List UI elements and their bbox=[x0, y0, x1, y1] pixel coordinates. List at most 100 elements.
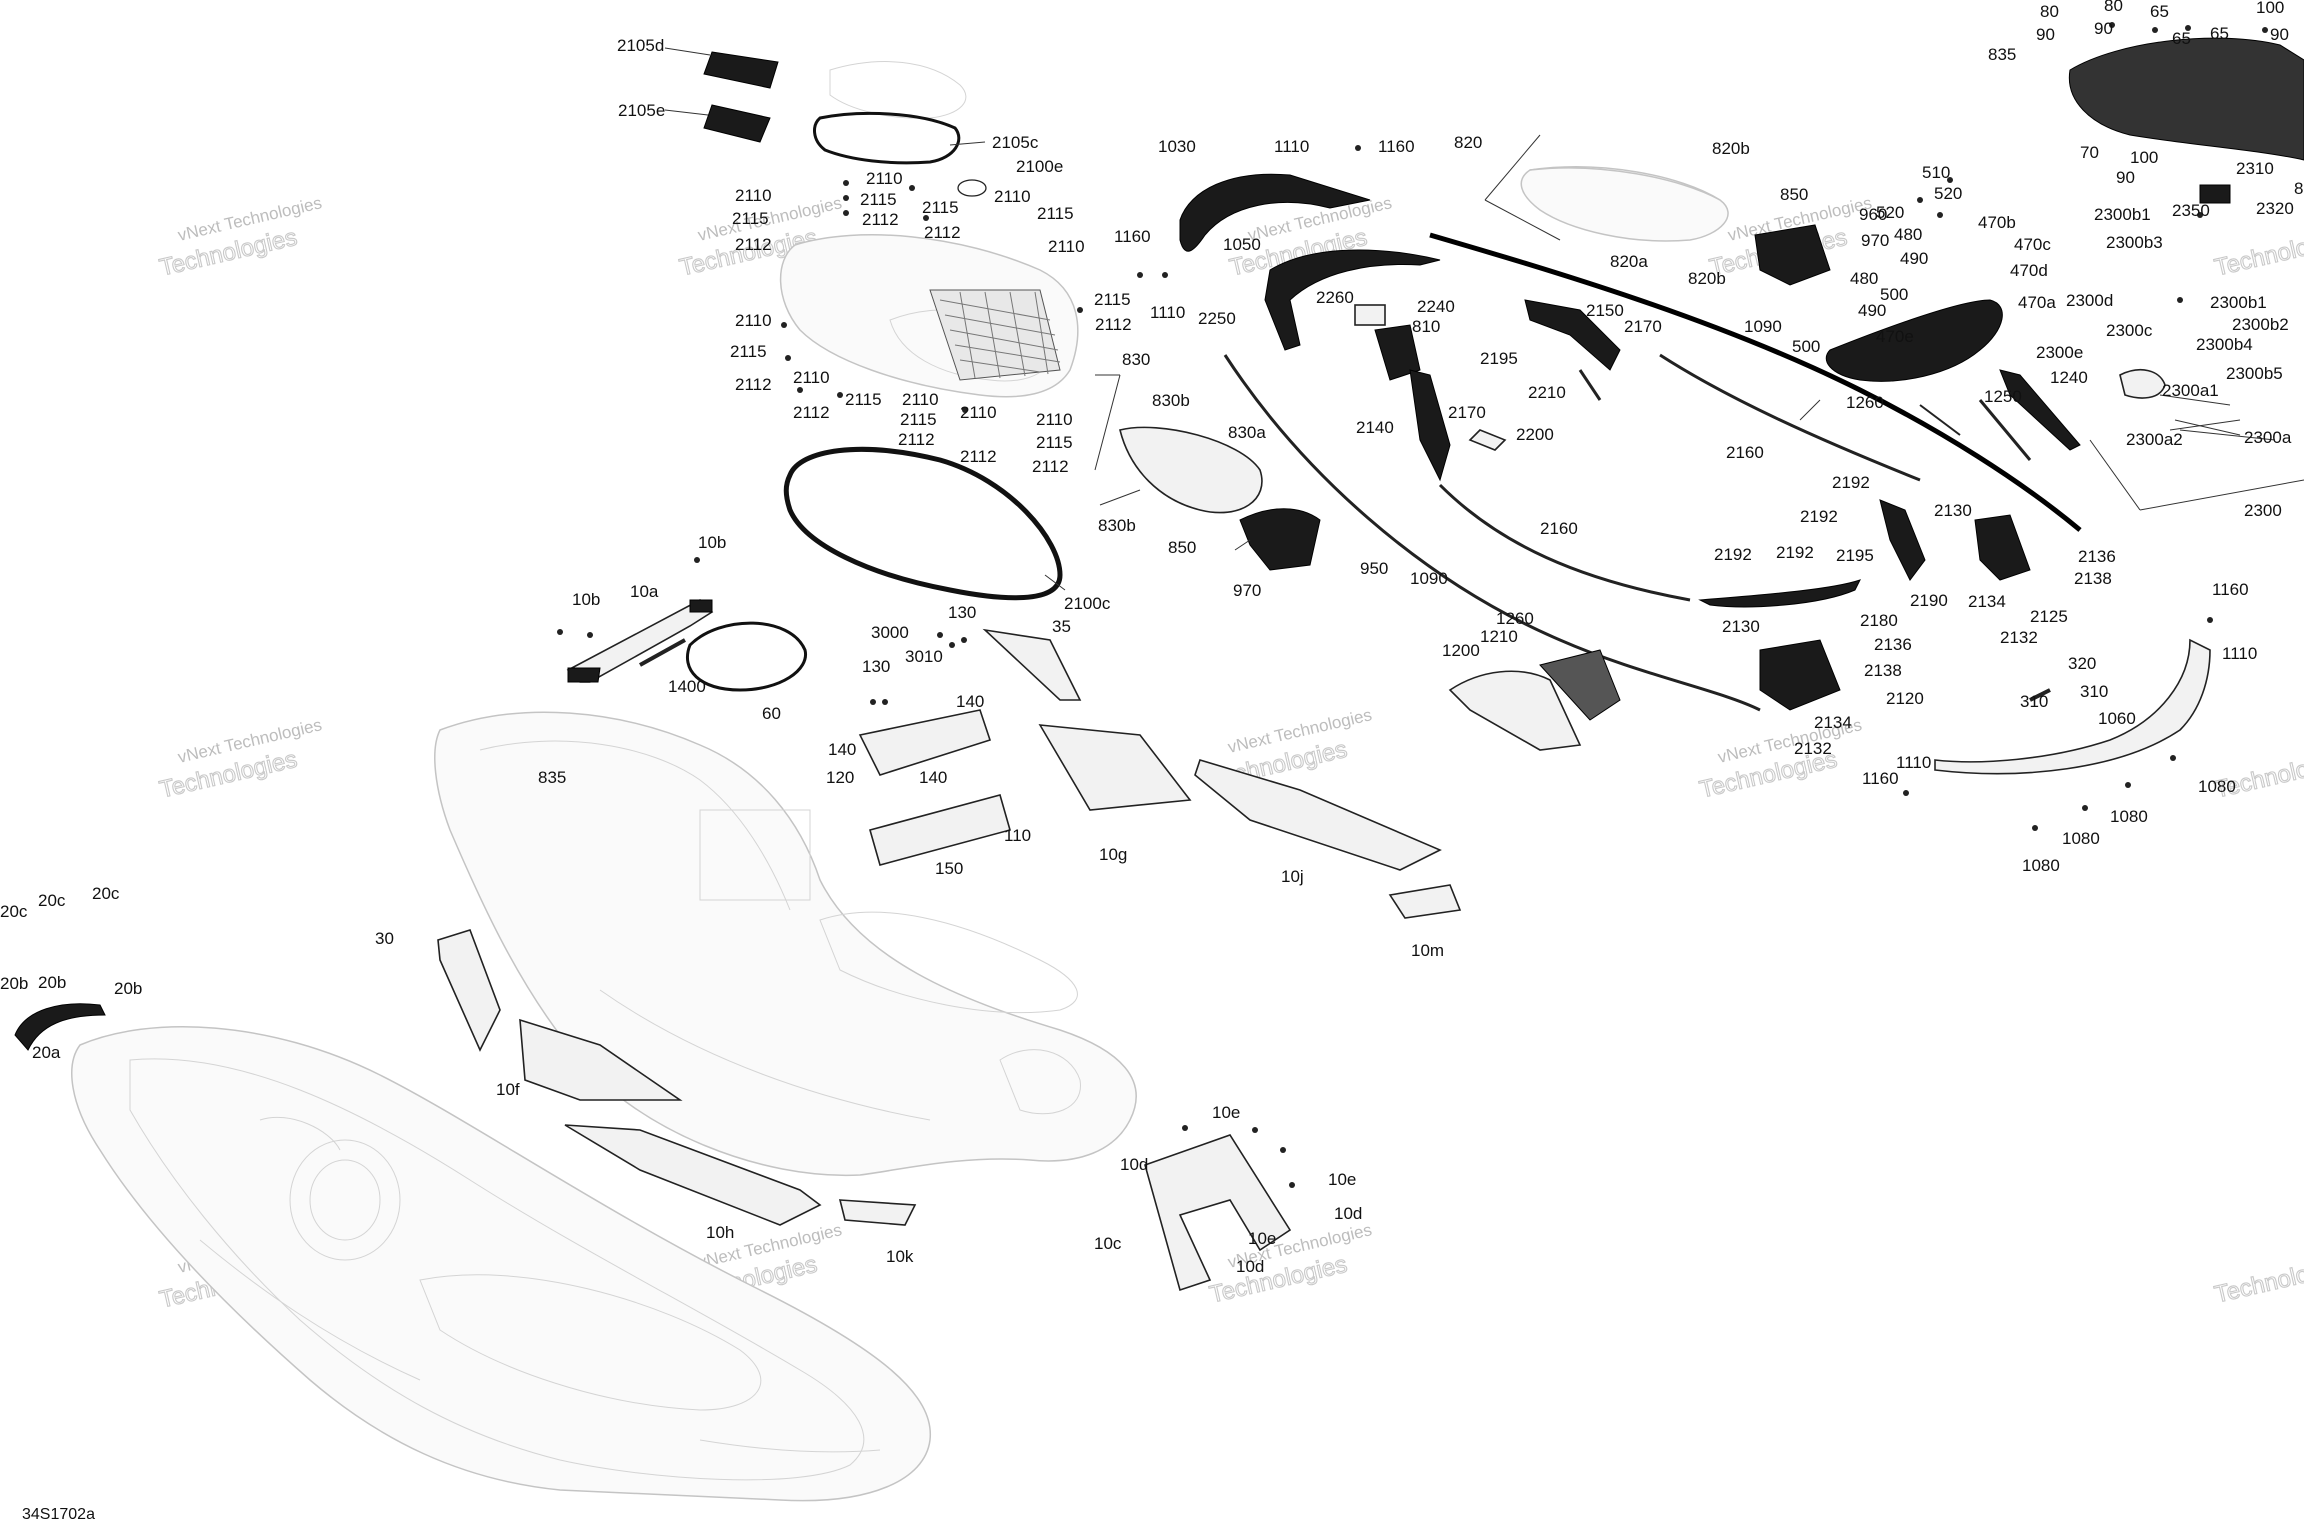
callout-2110: 2110 bbox=[793, 368, 830, 387]
callout-2132: 2132 bbox=[2000, 628, 2038, 647]
pad-10f bbox=[519, 1018, 683, 1101]
callout-2250: 2250 bbox=[1198, 309, 1236, 328]
callout-2115: 2115 bbox=[845, 390, 882, 409]
callout-2192: 2192 bbox=[1800, 507, 1838, 526]
pad-2105d bbox=[703, 51, 779, 89]
gasket-2105c bbox=[813, 111, 961, 165]
callout-820a: 820a bbox=[1610, 252, 1648, 271]
callout-8: 8 bbox=[2294, 179, 2303, 198]
part-950 bbox=[1239, 508, 1321, 571]
callout-2300b2: 2300b2 bbox=[2232, 315, 2289, 334]
callout-2150: 2150 bbox=[1586, 301, 1624, 320]
callout-2112: 2112 bbox=[960, 447, 997, 466]
callout-2115: 2115 bbox=[732, 209, 769, 228]
part-2120 bbox=[1759, 639, 1841, 711]
callout-80: 80 bbox=[2040, 2, 2059, 21]
callout-2120: 2120 bbox=[1886, 689, 1924, 708]
callout-850: 850 bbox=[1780, 185, 1808, 204]
callout-2138: 2138 bbox=[1864, 661, 1902, 680]
panel-35 bbox=[982, 628, 1082, 701]
callout-2300b5: 2300b5 bbox=[2226, 364, 2283, 383]
callout-2300b3: 2300b3 bbox=[2106, 233, 2163, 252]
callout-1080: 1080 bbox=[2110, 807, 2148, 826]
callout-2300b1: 2300b1 bbox=[2094, 205, 2151, 224]
callout-65: 65 bbox=[2150, 2, 2169, 21]
callout-120: 120 bbox=[826, 768, 854, 787]
callout-2300: 2300 bbox=[2244, 501, 2282, 520]
callout-2112: 2112 bbox=[862, 210, 899, 229]
callout-70: 70 bbox=[2080, 143, 2099, 162]
callout-500: 500 bbox=[1880, 285, 1908, 304]
callout-10h: 10h bbox=[706, 1223, 734, 1242]
callout-30: 30 bbox=[375, 929, 394, 948]
callout-150: 150 bbox=[935, 859, 963, 878]
callout-2100c: 2100c bbox=[1064, 594, 1111, 613]
bracket-10c bbox=[1144, 1134, 1292, 1292]
parts-group bbox=[14, 37, 2304, 1292]
callout-35: 35 bbox=[1052, 617, 1071, 636]
callout-2112: 2112 bbox=[1095, 315, 1132, 334]
callout-2110: 2110 bbox=[902, 390, 939, 409]
callout-1080: 1080 bbox=[2022, 856, 2060, 875]
part-2210 bbox=[1578, 369, 1602, 401]
callout-1110: 1110 bbox=[1896, 753, 1931, 772]
callout-1030: 1030 bbox=[1158, 137, 1196, 156]
callout-2112: 2112 bbox=[735, 375, 772, 394]
callout-10g: 10g bbox=[1099, 845, 1127, 864]
part-2310 bbox=[2199, 184, 2231, 204]
callout-310: 310 bbox=[2020, 692, 2048, 711]
part-810 bbox=[1374, 324, 1421, 381]
pad-10g bbox=[1038, 724, 1192, 811]
callout-1160: 1160 bbox=[1862, 769, 1899, 788]
callout-1210: 1210 bbox=[1480, 627, 1518, 646]
callout-2195: 2195 bbox=[1836, 546, 1874, 565]
callout-490: 490 bbox=[1900, 249, 1928, 268]
callout-2195: 2195 bbox=[1480, 349, 1518, 368]
callout-820: 820 bbox=[1454, 133, 1482, 152]
callout-830: 830 bbox=[1122, 350, 1150, 369]
callout-20c: 20c bbox=[92, 884, 120, 903]
callout-2210: 2210 bbox=[1528, 383, 1566, 402]
callout-2110: 2110 bbox=[1048, 237, 1085, 256]
callout-2112: 2112 bbox=[924, 223, 961, 242]
deck-835 bbox=[2068, 37, 2304, 161]
part-1200 bbox=[1448, 670, 1582, 751]
callout-1080: 1080 bbox=[2062, 829, 2100, 848]
strip-1090 bbox=[1429, 232, 2082, 532]
callout-2115: 2115 bbox=[860, 190, 897, 209]
bin-grid bbox=[929, 289, 1061, 381]
strip-1090 bbox=[1223, 354, 1761, 712]
callout-470b: 470b bbox=[1978, 213, 2016, 232]
callout-830b: 830b bbox=[1152, 391, 1190, 410]
trim-20a bbox=[14, 1003, 106, 1051]
callout-10e: 10e bbox=[1328, 1170, 1356, 1189]
callout-2140: 2140 bbox=[1356, 418, 1394, 437]
callout-2110: 2110 bbox=[735, 311, 772, 330]
callout-2100e: 2100e bbox=[1016, 157, 1063, 176]
callout-1080: 1080 bbox=[2198, 777, 2236, 796]
pad-2105e bbox=[703, 104, 771, 143]
callout-20b: 20b bbox=[114, 979, 142, 998]
part-1240 bbox=[1999, 369, 2081, 451]
callout-2112: 2112 bbox=[793, 403, 830, 422]
part-2130 bbox=[1974, 514, 2031, 581]
callout-90: 90 bbox=[2094, 19, 2113, 38]
callout-320: 320 bbox=[2068, 654, 2096, 673]
callout-1160: 1160 bbox=[2212, 580, 2249, 599]
callout-520: 520 bbox=[1934, 184, 1962, 203]
callout-65: 65 bbox=[2210, 24, 2229, 43]
callout-10a: 10a bbox=[630, 582, 659, 601]
callout-820b: 820b bbox=[1688, 269, 1726, 288]
callout-830b: 830b bbox=[1098, 516, 1136, 535]
pad-10h bbox=[564, 1124, 822, 1226]
callout-1110: 1110 bbox=[1150, 303, 1185, 322]
callout-2136: 2136 bbox=[1874, 635, 1912, 654]
callout-130: 130 bbox=[862, 657, 890, 676]
callout-2115: 2115 bbox=[1036, 433, 1073, 452]
callout-2105c: 2105c bbox=[992, 133, 1039, 152]
leader-lines bbox=[664, 47, 2304, 591]
callout-470c: 470c bbox=[2014, 235, 2051, 254]
callout-510: 510 bbox=[1922, 163, 1950, 182]
callout-10e: 10e bbox=[1212, 1103, 1240, 1122]
